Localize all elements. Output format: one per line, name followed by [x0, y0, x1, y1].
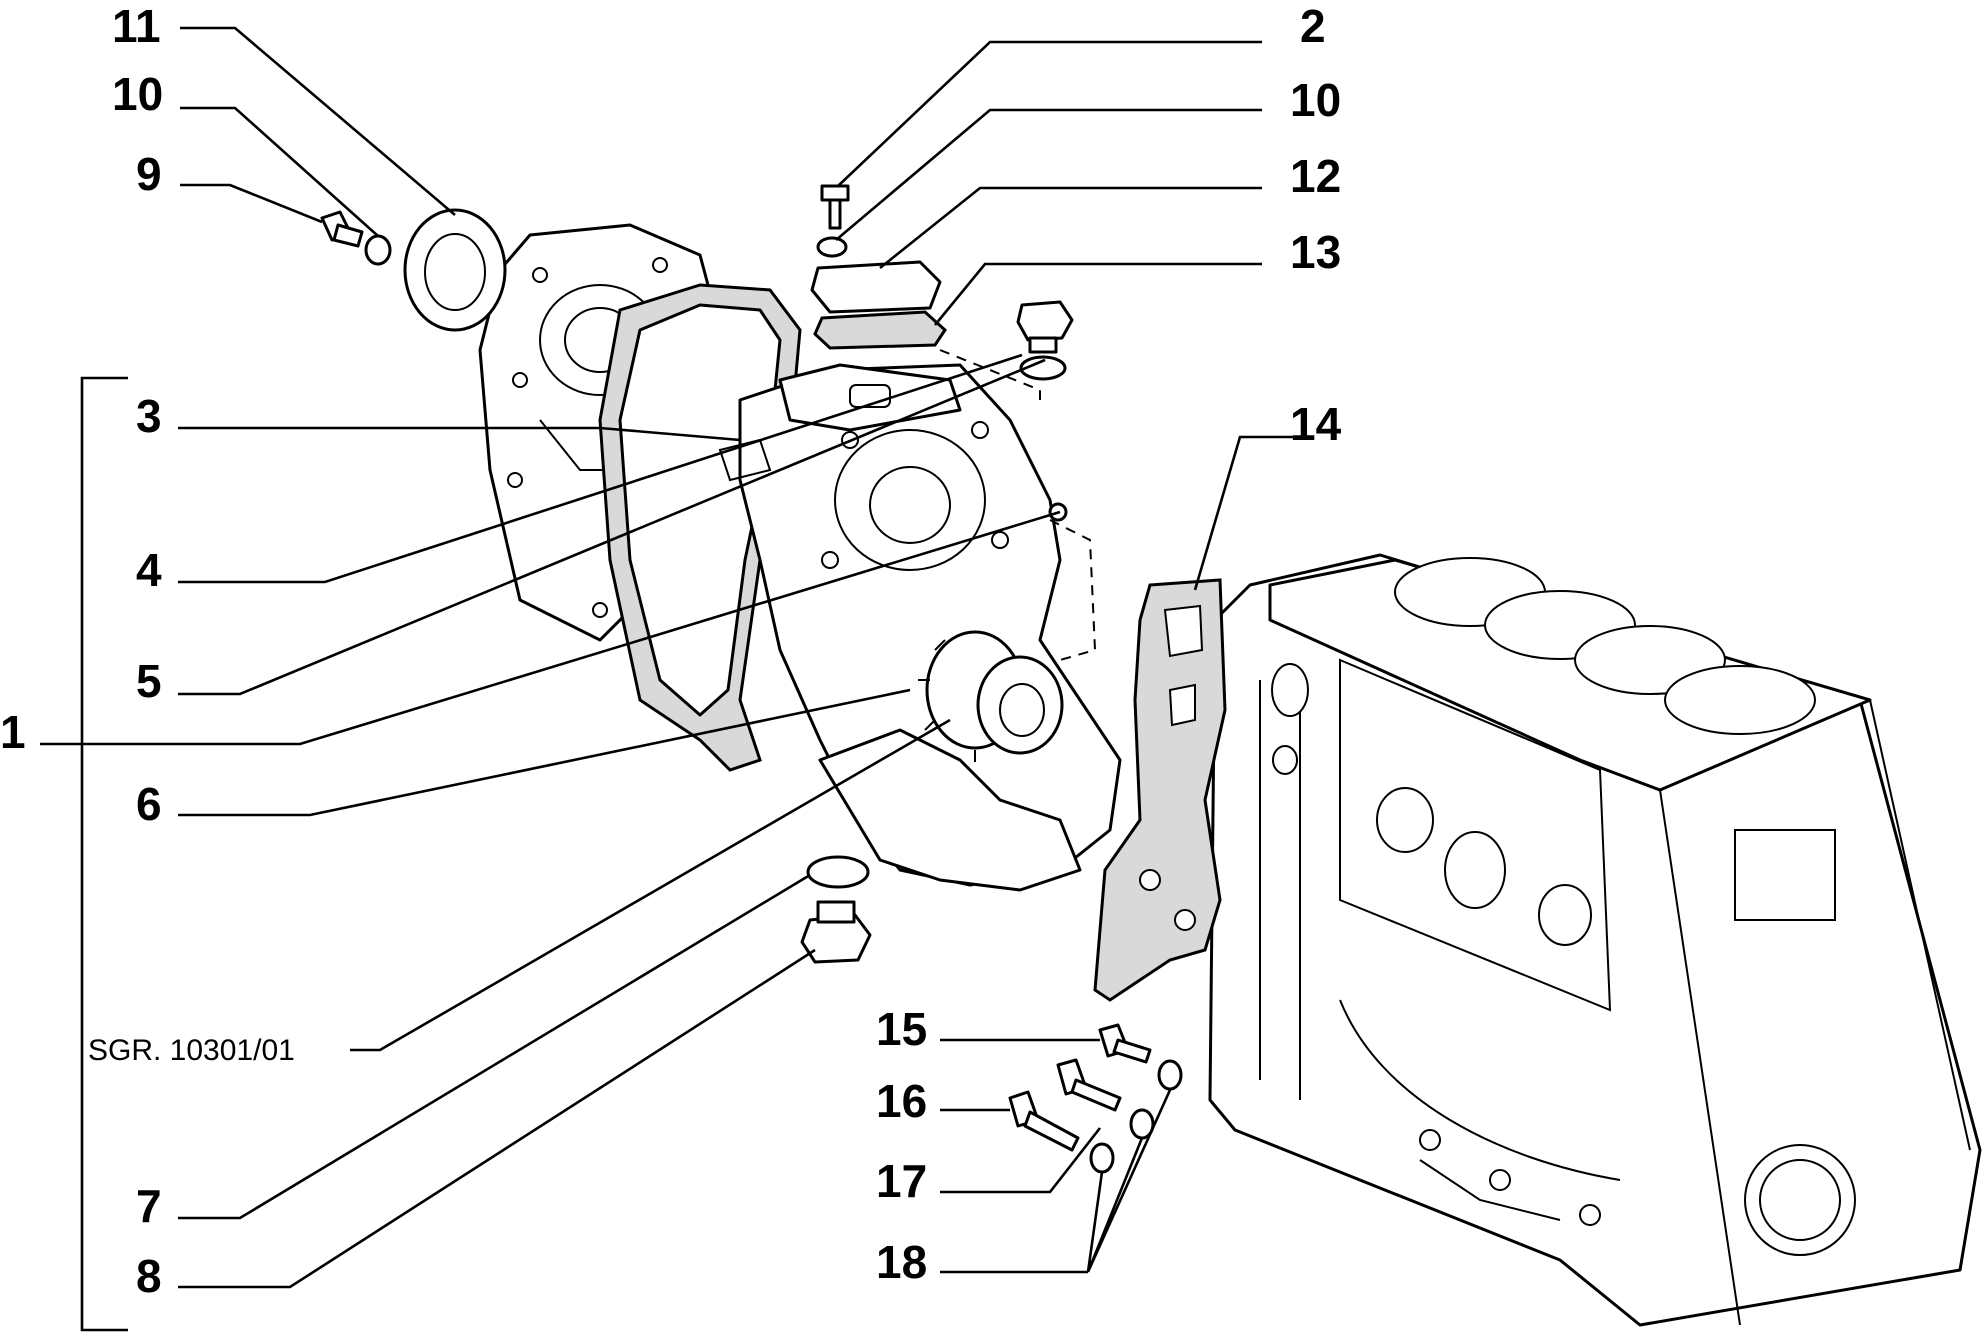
callout-labels: 11 10 9 2 10 12 13 14 3 4 5 1 6 7 8 15 1…	[0, 0, 1342, 1302]
callout-13: 13	[1290, 226, 1341, 278]
bolt-2	[820, 184, 850, 230]
plate-gasket-13	[813, 310, 947, 350]
callout-17: 17	[876, 1155, 927, 1207]
seal-ring-7	[806, 855, 870, 889]
oil-plug-4	[1016, 300, 1074, 354]
cover-plate-12	[810, 260, 942, 314]
reference-code: SGR. 10301/01	[88, 1034, 295, 1067]
seal-ring-11	[403, 208, 507, 332]
callout-5: 5	[136, 655, 162, 707]
indicator-box-top	[939, 349, 1041, 400]
callout-14: 14	[1290, 398, 1342, 450]
gasket-14	[1093, 578, 1227, 1002]
callout-2: 2	[1300, 0, 1326, 52]
callout-1: 1	[0, 706, 26, 758]
washer-10-left	[364, 234, 392, 266]
oil-pump-gear	[818, 630, 1082, 892]
washer-18c	[1089, 1142, 1115, 1174]
callout-10-left: 10	[112, 68, 163, 120]
callout-15: 15	[876, 1003, 927, 1055]
bolt-16b	[1008, 1090, 1080, 1152]
callout-11: 11	[112, 0, 161, 52]
indicator-box-right	[1049, 519, 1097, 661]
callout-6: 6	[136, 778, 162, 830]
callout-4: 4	[136, 544, 162, 596]
callout-16: 16	[876, 1075, 927, 1127]
callout-18: 18	[876, 1236, 927, 1288]
callout-12: 12	[1290, 150, 1341, 202]
plug-washer-4	[1019, 355, 1067, 381]
callout-9: 9	[136, 148, 162, 200]
bolt-9	[320, 210, 364, 248]
engine-block	[1208, 553, 1982, 1327]
leader-lines	[40, 26, 1295, 1332]
drain-plug-8	[800, 900, 872, 964]
washer-18a	[1157, 1059, 1183, 1091]
callout-8: 8	[136, 1250, 162, 1302]
callout-3: 3	[136, 390, 162, 442]
washer-10-right	[816, 236, 848, 258]
bolt-15	[1098, 1023, 1152, 1064]
bolt-16a	[1056, 1058, 1122, 1112]
callout-10-right: 10	[1290, 74, 1341, 126]
callout-7: 7	[136, 1180, 162, 1232]
